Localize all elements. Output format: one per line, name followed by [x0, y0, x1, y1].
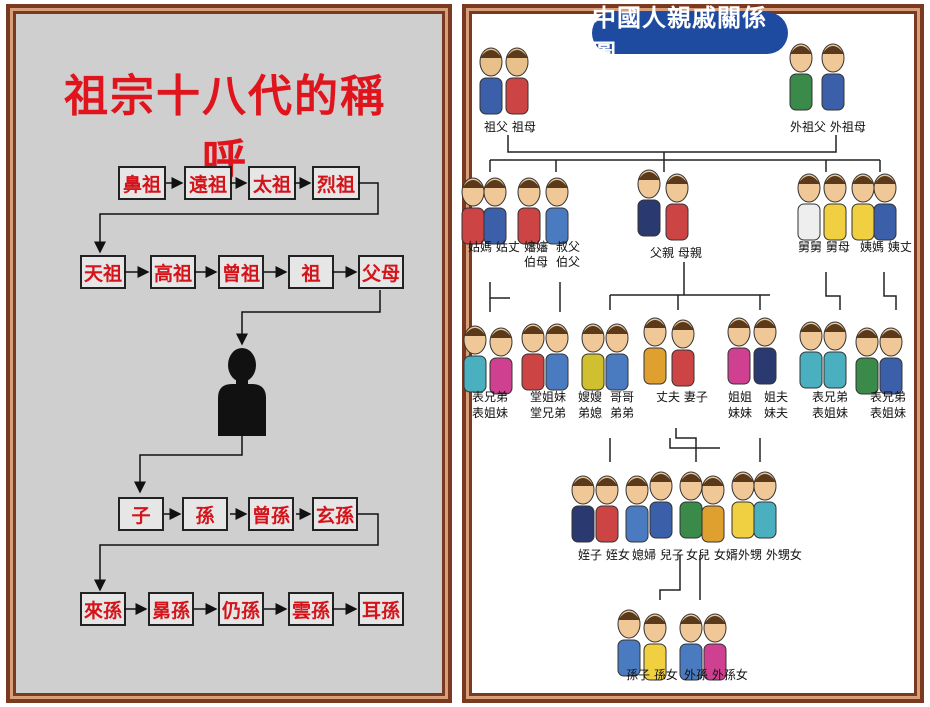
relative-figure-icon [595, 475, 619, 543]
relative-figure-icon [665, 173, 689, 241]
label-paternal-grandparents: 祖父 祖母 [484, 120, 536, 134]
label-siblings-1: 哥哥 [610, 390, 635, 404]
ancestor-box-row2-3: 祖 [288, 255, 334, 289]
relative-figure-icon [463, 325, 487, 393]
relative-figure-icon [855, 327, 879, 395]
label-sisters-children: 外甥 外甥女 [738, 548, 802, 562]
relative-figure-icon [701, 475, 725, 543]
label-maternal-aunt: 姨媽 姨丈 [860, 240, 912, 254]
label-siblings-2: 弟弟 [610, 406, 635, 420]
label-spouses: 丈夫 妻子 [656, 390, 708, 404]
label-son-and-wife: 媳婦 兒子 [632, 548, 684, 562]
ancestor-box-row3-0: 子 [118, 497, 164, 531]
label-sisters-1: 姐姐 [728, 390, 753, 404]
relative-figure-icon [617, 609, 641, 677]
relative-figure-icon [489, 327, 513, 395]
label-cousin-d-2: 表姐妹 [870, 406, 907, 420]
label-aunt-1: 嬸嬸 [524, 240, 549, 254]
relative-figure-icon [753, 317, 777, 385]
ancestor-box-row1-2: 太祖 [248, 166, 296, 200]
label-cousin-c-2: 表姐妹 [812, 406, 849, 420]
ancestor-box-row4-3: 雲孫 [288, 592, 334, 626]
relative-figure-icon [679, 471, 703, 539]
ancestor-box-row1-3: 烈祖 [312, 166, 360, 200]
ancestor-box-row1-1: 遠祖 [184, 166, 232, 200]
ancestor-box-row4-2: 仍孫 [218, 592, 264, 626]
label-daughter-and-husband: 女兒 女婿 [686, 548, 738, 562]
relative-figure-icon [727, 317, 751, 385]
label-cousin-a-1: 表兄弟 [472, 390, 509, 404]
relative-figure-icon [461, 177, 485, 245]
label-parents: 父親 母親 [650, 246, 702, 260]
label-maternal-grandparents: 外祖父 外祖母 [790, 120, 866, 134]
ancestor-box-row4-4: 耳孫 [358, 592, 404, 626]
relative-figure-icon [571, 475, 595, 543]
label-cousin-d-1: 表兄弟 [870, 390, 907, 404]
relative-figure-icon [799, 321, 823, 389]
relative-figure-icon [823, 321, 847, 389]
ancestor-box-row3-1: 孫 [182, 497, 228, 531]
relative-figure-icon [581, 323, 605, 391]
ancestor-box-row2-1: 高祖 [150, 255, 196, 289]
relative-figure-icon [821, 43, 845, 111]
relative-figure-icon [731, 471, 755, 539]
label-aunt-2: 伯母 [524, 255, 549, 269]
ancestor-chart-panel [6, 4, 452, 703]
label-nephew-niece: 姪子 姪女 [578, 548, 630, 562]
label-maternal-uncle: 舅舅 舅母 [798, 240, 850, 254]
relative-figure-icon [753, 471, 777, 539]
label-daughters-children: 外孫 外孫女 [684, 668, 748, 682]
relative-figure-icon [703, 613, 727, 681]
label-cousin-c-1: 表兄弟 [812, 390, 849, 404]
ancestor-box-row3-2: 曾孫 [248, 497, 294, 531]
relative-figure-icon [479, 47, 503, 115]
label-sisters-husband-2: 妹夫 [764, 406, 789, 420]
relative-figure-icon [637, 169, 661, 237]
relative-figure-icon [605, 323, 629, 391]
relative-figure-icon [879, 327, 903, 395]
label-cousin-a-2: 表姐妹 [472, 406, 509, 420]
relative-figure-icon [671, 319, 695, 387]
relative-figure-icon [873, 173, 897, 241]
ancestor-box-row3-3: 玄孫 [312, 497, 358, 531]
relative-figure-icon [797, 173, 821, 241]
ancestor-box-row2-4: 父母 [358, 255, 404, 289]
label-uncle-1: 叔父 [556, 240, 581, 254]
label-uncle-2: 伯父 [556, 255, 581, 269]
ancestor-box-row1-0: 鼻祖 [118, 166, 166, 200]
relative-figure-icon [545, 177, 569, 245]
relative-figure-icon [625, 475, 649, 543]
relative-figure-icon [643, 613, 667, 681]
relative-figure-icon [789, 43, 813, 111]
label-paternal-aunt: 姑媽 姑丈 [468, 240, 520, 254]
relative-figure-icon [483, 177, 507, 245]
relative-figure-icon [679, 613, 703, 681]
label-sisters-2: 妹妹 [728, 406, 753, 420]
label-sisters-husband-1: 姐夫 [764, 390, 789, 404]
ancestor-box-row2-2: 曾祖 [218, 255, 264, 289]
ancestor-box-row4-1: 晜孫 [148, 592, 194, 626]
person-silhouette-icon [218, 348, 266, 436]
label-grandchildren: 孫子 孫女 [626, 668, 678, 682]
relative-figure-icon [649, 471, 673, 539]
relative-figure-icon [823, 173, 847, 241]
relative-figure-icon [545, 323, 569, 391]
label-sibling-inlaw-2: 弟媳 [578, 406, 603, 420]
label-cousin-b-1: 堂姐妹 [530, 390, 567, 404]
relative-figure-icon [521, 323, 545, 391]
relative-figure-icon [517, 177, 541, 245]
label-cousin-b-2: 堂兄弟 [530, 406, 567, 420]
relative-figure-icon [851, 173, 875, 241]
relative-figure-icon [643, 317, 667, 385]
relative-figure-icon [505, 47, 529, 115]
label-sibling-inlaw-1: 嫂嫂 [578, 390, 603, 404]
